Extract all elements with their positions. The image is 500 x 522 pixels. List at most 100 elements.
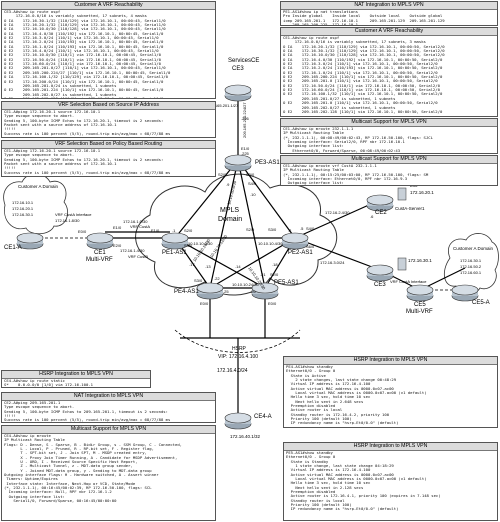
label-vrf-interface-2: VRF CustA Interface <box>390 279 427 284</box>
panel-output-line: Active virtual MAC address is 0000.0c07.… <box>286 386 394 391</box>
server-ce2-icon <box>397 187 407 201</box>
label-s20-pe5: S2/0 <box>270 272 279 277</box>
router-ce5[interactable] <box>406 284 434 302</box>
panel-output-line: Active virtual MAC address is 0000.0c07.… <box>286 472 394 477</box>
panel-output-line: Y - Joined MDT-data group, y - Sending t… <box>4 468 152 473</box>
label-ce2: CE2 <box>375 210 387 216</box>
label-net-1010-24: 10.10.10.24/30 <box>232 282 259 287</box>
label-e00-pe4: E0/0 <box>200 301 209 306</box>
label-ce5a-net3: 172.16.60.1 <box>460 270 482 275</box>
panel-output-line: Standby router is local <box>286 498 345 503</box>
panel-vrf-selection-pbr: VRF Selection Based on Policy Based Rout… <box>1 140 216 177</box>
label-hsrp: HSRP <box>232 346 247 352</box>
panel-output-line: O E2 209.165.202.128 [110/1] via 172.16.… <box>283 109 443 114</box>
label-ce3-lo: Lo0- 209.165.201.1/27 <box>198 103 239 108</box>
panel-output-line: Priority 100 (default 100) <box>286 503 352 508</box>
customer-a-cloud-right <box>443 233 499 295</box>
panel-output-line: L - Local, P - Pruned, R - RP-bit set, F… <box>4 447 154 452</box>
panel-output-line: Ethernet0/0 - Group 0 <box>286 369 336 374</box>
label-pe3: PE3-AS1 <box>255 160 280 166</box>
router-ce3[interactable] <box>224 84 252 102</box>
panel-output-line: O IA 172.16.100.1/32 [110/129] via 172.1… <box>4 75 168 80</box>
panel-title: Customer A VRF Reachability <box>2 2 215 10</box>
router-ce1a[interactable] <box>16 232 44 250</box>
panel-output-line: PE5-AS1#show standby <box>286 451 333 455</box>
label-vrf-interface: VRF CustA Interface <box>55 212 92 217</box>
router-ce1[interactable] <box>86 232 114 250</box>
label-dot14: .14 <box>235 264 241 269</box>
panel-output-line: Local virtual MAC address is 0000.0c07.a… <box>286 477 427 482</box>
router-pe5[interactable] <box>251 282 279 300</box>
panel-body: CE1-A#ping 172.16.20.1 source 172.16.10.… <box>2 149 215 175</box>
panel-body: CE1-A#show ip mroute vrf CustA 232.1.1.1… <box>281 164 497 185</box>
router-pe4[interactable] <box>196 282 224 300</box>
router-pe1[interactable] <box>161 232 189 250</box>
panel-title: VRF Selection Based on Policy Based Rout… <box>2 141 215 149</box>
label-customer-domain-left: Customer A Domain <box>18 184 59 189</box>
panel-output-line: Packet sent with a source address of 172… <box>4 123 117 128</box>
router-ce4a[interactable] <box>224 412 252 430</box>
panel-output-line: IP redundancy name is "hsrp-Et0/0-0" (de… <box>286 507 399 512</box>
panel-output-line: Sending 5, 100-byte ICMP Echos to 209.16… <box>4 409 168 414</box>
label-e10-pe3: E1/0 <box>241 146 250 151</box>
label-dot5: .5 <box>300 226 304 231</box>
panel-title: HSRP Integration to MPLS VPN <box>284 357 497 365</box>
panel-output-line: PE1-AS1#show ip nat translations <box>283 10 358 14</box>
panel-output-line: Type escape sequence to abort. <box>4 153 75 158</box>
label-s40-pe3: S4/0 <box>248 181 257 186</box>
panel-vrf-selection-source-ip: VRF Selection Based on Source IP Address… <box>1 101 216 138</box>
label-s40-pe2: S4/0 <box>306 226 315 231</box>
label-net-1-4: 172.16.1.4/30 <box>120 248 145 253</box>
panel-output-line: Sending 5, 100-byte ICMP Echos to 172.16… <box>4 157 164 162</box>
panel-output-line: Standby router is 172.16.4.2, priority 1… <box>286 412 390 417</box>
panel-multicast-ce4a: Multicast Support for MPLS VPN CE4-A#sho… <box>1 425 216 521</box>
label-net-1-0: 172.16.1.0/30 <box>123 219 148 224</box>
label-225: .225 <box>241 151 250 156</box>
panel-output-line: !!!!! <box>4 166 16 171</box>
panel-output-line: State is Standby <box>286 459 329 464</box>
panel-output-line: (*, 232.1.1.1), 00:15:25/00:03:00, RP 17… <box>283 172 429 177</box>
panel-output-line: 209.165.201.0/24 is subnetted, 1 subnets <box>4 83 117 88</box>
label-e10-ce1: E1/0 <box>113 225 122 230</box>
panel-output-line: O E2 172.16.50.0/24 [110/1] via 172.16.1… <box>4 57 161 62</box>
mpls-cloud <box>135 173 338 296</box>
label-dot25: .25 <box>223 289 229 294</box>
label-ce1a-net3: 172.16.30.1 <box>12 212 34 217</box>
label-net-3-0: 172.16.3.0/24 <box>320 260 345 265</box>
panel-multicast-ce1-vrf: Multicast Support for MPLS VPN CE1-A#sho… <box>280 155 498 186</box>
label-customer-domain-right: Customer A Domain <box>453 246 494 251</box>
router-ce5a[interactable] <box>451 284 479 302</box>
panel-output-line: Ethernet0/0, Forward/Sparse, 00:08:49/00… <box>283 148 401 153</box>
panel-output-line: O IA 172.16.20.1/32 [110/129] via 172.16… <box>283 44 445 49</box>
panel-output-line: O E2 172.16.10.0/30 [110/1] via 172.16.1… <box>4 53 161 58</box>
panel-output-line: Active router is local <box>286 408 343 413</box>
panel-output-line: O E2 172.16.60.0/24 [110/1] via 172.16.1… <box>283 88 440 93</box>
router-ce2[interactable] <box>366 194 394 212</box>
label-s20-pe1: S2/0 <box>184 228 193 233</box>
panel-title: Customer A VRF Reachability <box>281 28 497 36</box>
label-ce4a-net: 172.16.40.1/32 <box>230 434 261 439</box>
label-vip: VIP: 172.16.4.100 <box>218 354 258 360</box>
label-e10-pe1: E1/0 <box>151 228 160 233</box>
panel-output-line: 209.165.201.0/27 is subnetted, 1 subnets <box>283 96 396 101</box>
panel-output-line: CE2-A#ping 209.165.201.1 <box>4 401 61 405</box>
panel-output-line: Serial1/0, Forward/Sparse, 00:16:45/00:0… <box>4 499 117 504</box>
panel-title: Multicast Support for MPLS VPN <box>281 119 497 127</box>
links <box>100 100 466 418</box>
router-pe3[interactable] <box>224 154 252 172</box>
label-ce1a-net1: 172.16.10.1 <box>12 200 34 205</box>
label-pe4: PE4-AS1 <box>174 289 199 295</box>
panel-output-line: O E2 209.165.201.0 [110/1] via 172.16.10… <box>283 79 438 84</box>
label-ce5a-net1: 172.16.30.1 <box>460 258 482 263</box>
label-s30-pe1: S3/0 <box>184 243 193 248</box>
panel-output-line: Hello time 3 sec, hold time 10 sec <box>286 395 371 400</box>
router-ce3b[interactable] <box>366 264 394 282</box>
panel-output-line: !!!!! <box>4 127 16 132</box>
panel-output-line: O E2 209.165.201.224 [110/1] via 172.16.… <box>4 88 164 93</box>
router-pe2[interactable] <box>281 232 309 250</box>
panel-output-line: O E2 172.16.3.0/24 [110/1] via 172.16.10… <box>283 62 438 67</box>
